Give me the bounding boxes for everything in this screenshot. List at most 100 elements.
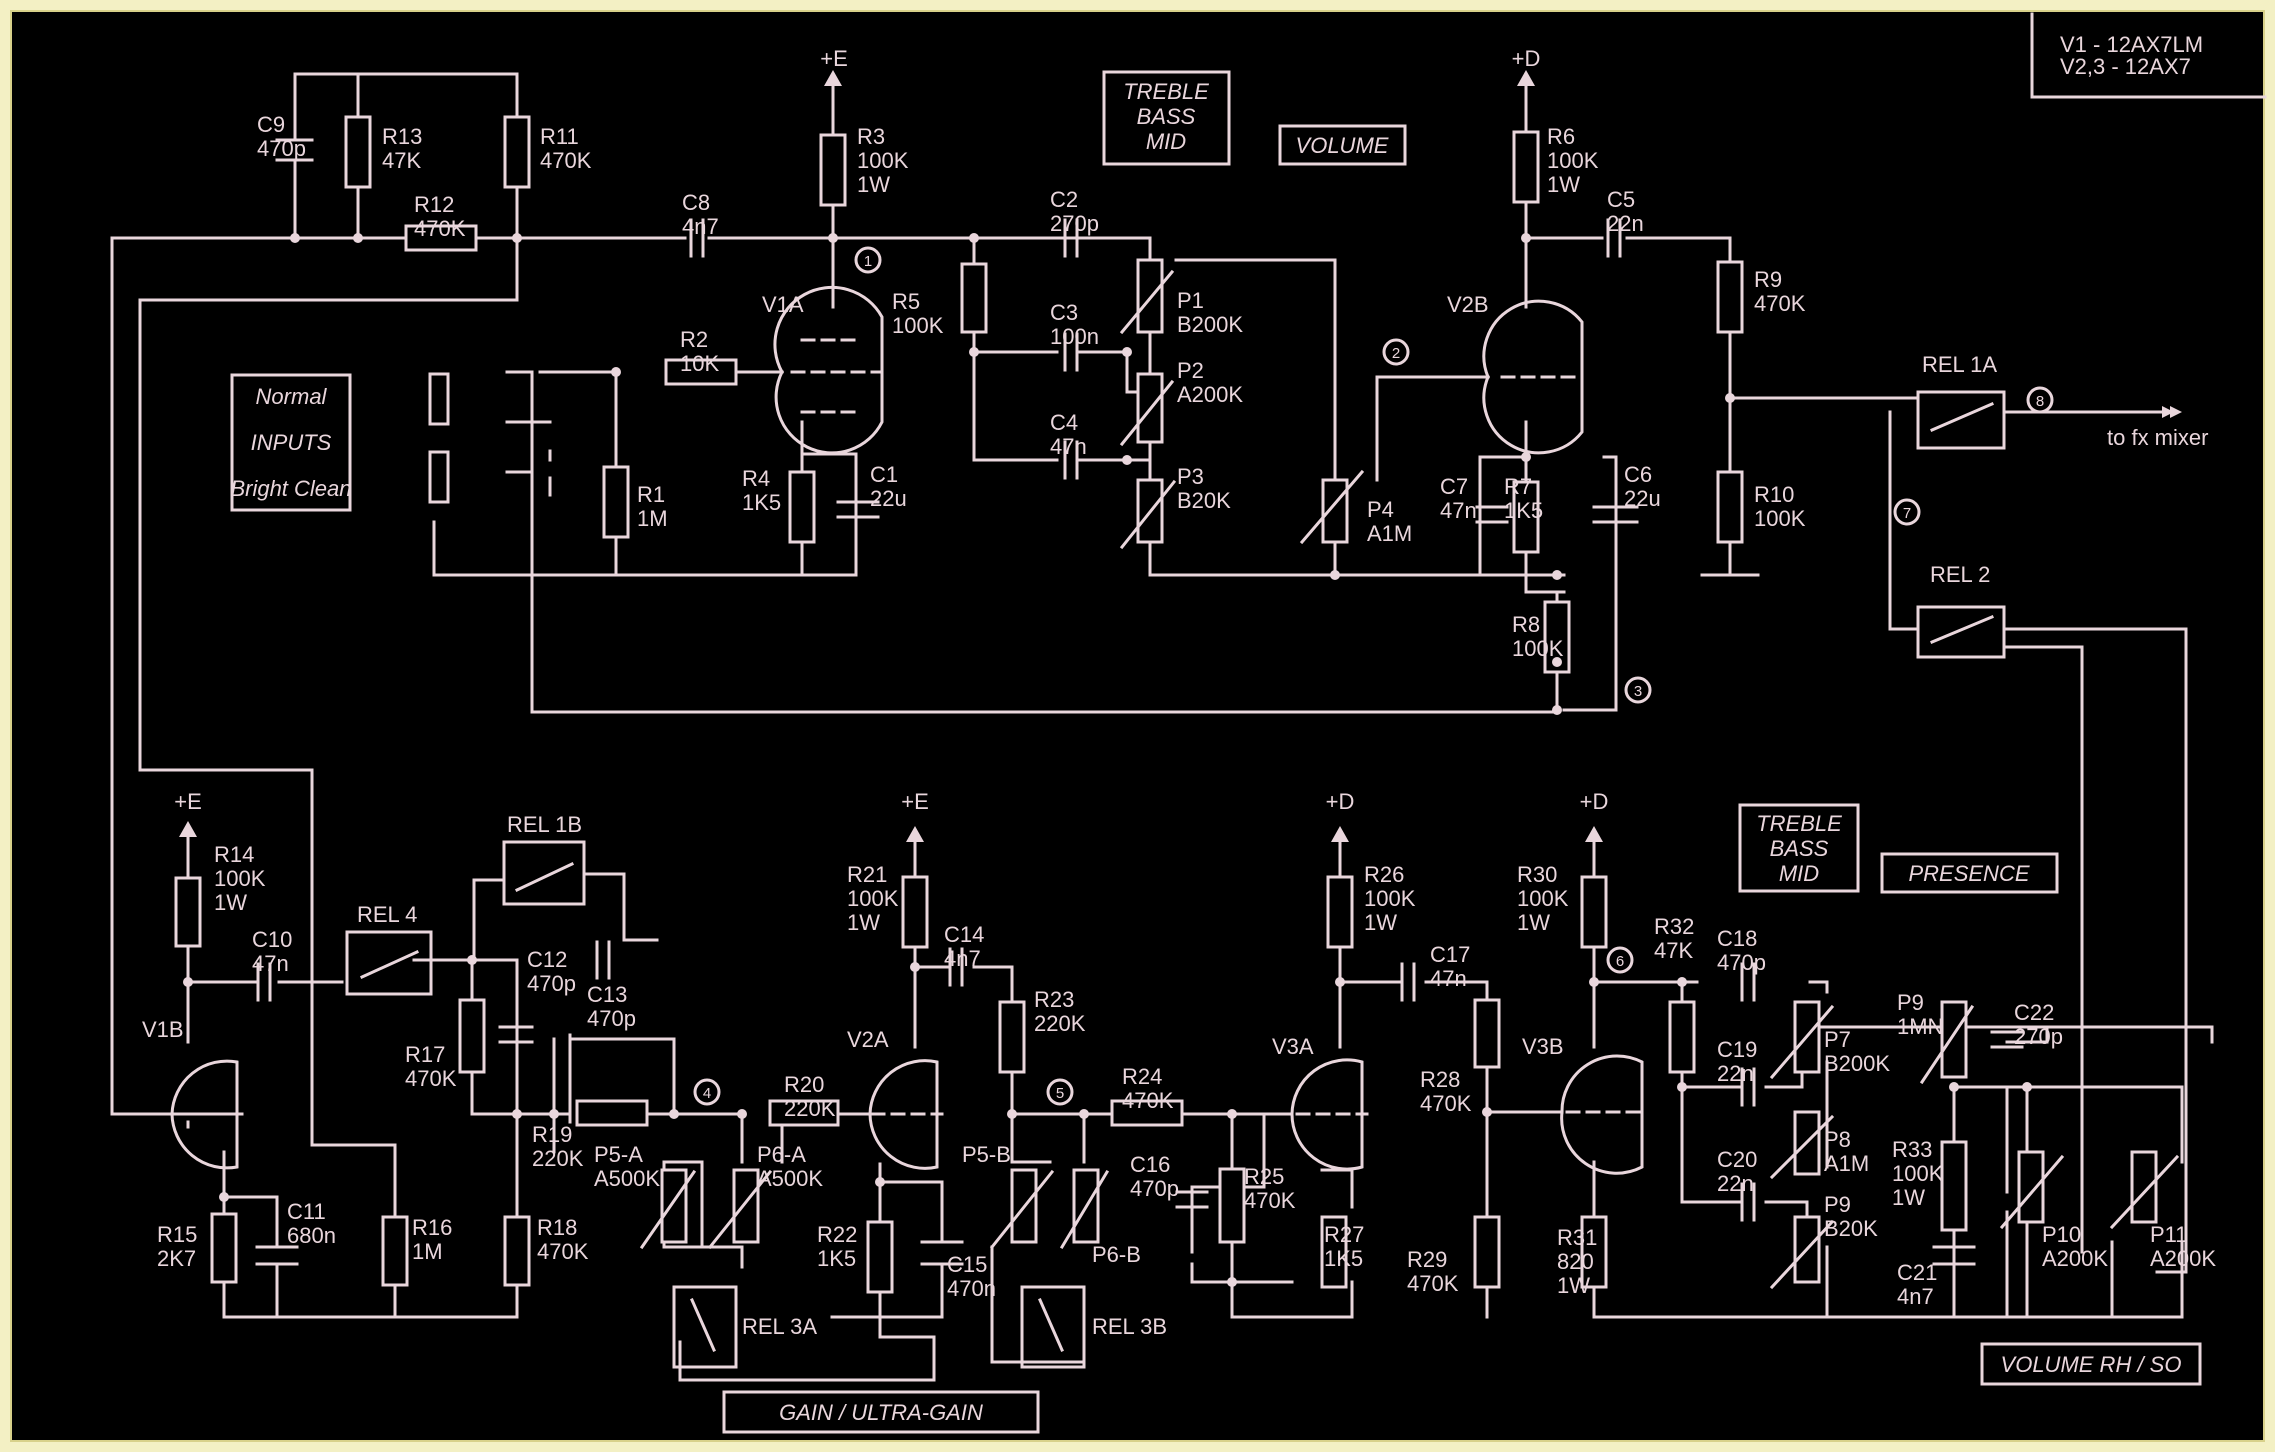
tube-v2b-label: V2B xyxy=(1447,292,1489,317)
component-label-c12-value: 470p xyxy=(527,971,576,996)
supply-e-3: +E xyxy=(901,789,929,814)
component-label-r7-value: 1K5 xyxy=(1504,498,1543,523)
tube-v2a-label: V2A xyxy=(847,1027,889,1052)
component-label-r14-value: 1W xyxy=(214,890,247,915)
component-label-c15-value: 470n xyxy=(947,1276,996,1301)
component-label-c18-value: 470p xyxy=(1717,950,1766,975)
component-label-p6-a-value: A500K xyxy=(757,1166,823,1191)
tube-v3b-label: V3B xyxy=(1522,1034,1564,1059)
presence-label: PRESENCE xyxy=(1908,861,2029,886)
component-label-r21-value: 100K xyxy=(847,886,899,911)
component-label-r7-ref: R7 xyxy=(1504,474,1532,499)
component-label-c17-ref: C17 xyxy=(1430,942,1470,967)
component-label-p10-value: A200K xyxy=(2042,1246,2108,1271)
tone1-mid-label: MID xyxy=(1146,129,1186,154)
component-label-r3-ref: R3 xyxy=(857,124,885,149)
node-3: 3 xyxy=(1634,683,1642,700)
volume-label: VOLUME xyxy=(1296,133,1389,158)
tube-v3b xyxy=(1560,1054,1644,1175)
component-label-r8-ref: R8 xyxy=(1512,612,1540,637)
component-label-p4-ref: P4 xyxy=(1367,497,1394,522)
input-jack-normal[interactable] xyxy=(428,372,450,426)
component-label-c22-ref: C22 xyxy=(2014,1000,2054,1025)
component-label-r15-ref: R15 xyxy=(157,1222,197,1247)
component-label-r11-ref: R11 xyxy=(540,124,579,149)
component-label-c11-value: 680n xyxy=(287,1223,336,1248)
relay-rel3a xyxy=(672,1285,738,1369)
component-label-r30-value: 100K xyxy=(1517,886,1569,911)
component-label-r19-value: 220K xyxy=(532,1146,584,1171)
component-label-p3-ref: P3 xyxy=(1177,464,1204,489)
component-label-r32-value: 47K xyxy=(1654,938,1693,963)
component-label-c6-ref: C6 xyxy=(1624,462,1652,487)
component-label-c16-ref: C16 xyxy=(1130,1152,1170,1177)
component-label-c4-value: 47n xyxy=(1050,434,1087,459)
supply-e-1: +E xyxy=(820,46,848,71)
component-label-c9-ref: C9 xyxy=(257,112,285,137)
component-label-r12-ref: R12 xyxy=(414,192,454,217)
component-label-r26-value: 1W xyxy=(1364,910,1397,935)
component-label-r30-value: 1W xyxy=(1517,910,1550,935)
component-label-c1-value: 22u xyxy=(870,486,907,511)
component-label-r21-value: 1W xyxy=(847,910,880,935)
component-label-r31-value: 820 xyxy=(1557,1249,1594,1274)
relay-rel3a-label: REL 3A xyxy=(742,1314,817,1339)
component-label-p2-ref: P2 xyxy=(1177,358,1204,383)
presence-box xyxy=(1880,852,2059,894)
tone2-treble-label: TREBLE xyxy=(1756,811,1842,836)
component-label-r30-ref: R30 xyxy=(1517,862,1557,887)
component-label-c10-ref: C10 xyxy=(252,927,292,952)
component-label-r16-ref: R16 xyxy=(412,1215,452,1240)
relay-rel2-label: REL 2 xyxy=(1930,562,1990,587)
component-label-c21-ref: C21 xyxy=(1897,1260,1937,1285)
node-5: 5 xyxy=(1056,1085,1064,1102)
component-label-r22-value: 1K5 xyxy=(817,1246,856,1271)
component-label-p5-a-value: A500K xyxy=(594,1166,660,1191)
component-label-r25-ref: R25 xyxy=(1244,1164,1284,1189)
component-label-r29-value: 470K xyxy=(1407,1271,1459,1296)
component-label-c1-ref: C1 xyxy=(870,462,898,487)
component-label-r28-value: 470K xyxy=(1420,1091,1472,1116)
component-label-r19-ref: R19 xyxy=(532,1122,572,1147)
component-label-r17-ref: R17 xyxy=(405,1042,445,1067)
component-label-r24-ref: R24 xyxy=(1122,1064,1162,1089)
component-label-p9b-value: 1MN xyxy=(1897,1014,1943,1039)
inputs-box xyxy=(230,373,352,512)
inputs-title-label: INPUTS xyxy=(251,430,332,455)
component-label-c6-value: 22u xyxy=(1624,486,1661,511)
component-label-r6-value: 1W xyxy=(1547,172,1580,197)
component-label-c19-ref: C19 xyxy=(1717,1037,1757,1062)
component-label-c16-value: 470p xyxy=(1130,1176,1179,1201)
component-label-r12-value: 470K xyxy=(414,216,466,241)
component-label-p7-ref: P7 xyxy=(1824,1027,1851,1052)
component-label-p8-value: A1M xyxy=(1824,1151,1869,1176)
component-label-p2-value: A200K xyxy=(1177,382,1243,407)
component-label-c14-value: 4n7 xyxy=(944,946,981,971)
inputs-bright-label: Bright Clean xyxy=(230,476,351,501)
component-label-r21-ref: R21 xyxy=(847,862,887,887)
component-label-r26-value: 100K xyxy=(1364,886,1416,911)
input-jack-bright[interactable] xyxy=(428,450,450,504)
tone2-bass-label: BASS xyxy=(1770,836,1829,861)
tube-v1a-label: V1A xyxy=(762,292,804,317)
component-label-p11-ref: P11 xyxy=(2150,1222,2188,1247)
component-label-c4-ref: C4 xyxy=(1050,410,1078,435)
component-label-c11-ref: C11 xyxy=(287,1199,326,1224)
component-label-r8-value: 100K xyxy=(1512,636,1564,661)
component-label-r4-ref: R4 xyxy=(742,466,770,491)
component-label-c20-value: 22n xyxy=(1717,1171,1754,1196)
component-label-p4-value: A1M xyxy=(1367,521,1412,546)
component-label-r27-value: 1K5 xyxy=(1324,1246,1363,1271)
component-label-c3-value: 100n xyxy=(1050,324,1099,349)
tube-v2a xyxy=(868,1059,944,1170)
component-label-r28-ref: R28 xyxy=(1420,1067,1460,1092)
component-label-c9-value: 470p xyxy=(257,136,306,161)
component-label-c5-value: 22n xyxy=(1607,211,1644,236)
relay-rel4-label: REL 4 xyxy=(357,902,417,927)
relay-rel4 xyxy=(345,930,433,996)
component-label-p6-b-ref: P6-B xyxy=(1092,1242,1141,1267)
component-label-c22-value: 270p xyxy=(2014,1024,2063,1049)
component-label-r23-ref: R23 xyxy=(1034,987,1074,1012)
component-label-c7-ref: C7 xyxy=(1440,474,1468,499)
gain-label: GAIN / ULTRA-GAIN xyxy=(779,1400,983,1425)
